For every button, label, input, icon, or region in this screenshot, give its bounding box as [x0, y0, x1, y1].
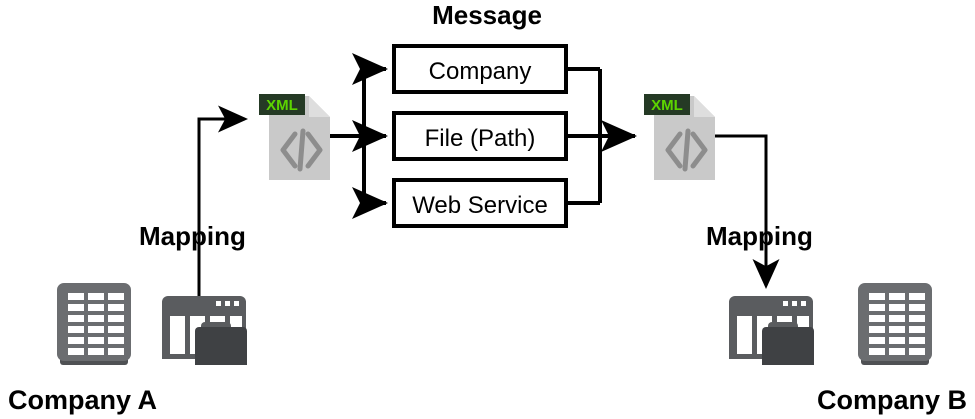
- flow-box-file-path-label: File (Path): [425, 125, 536, 152]
- right-xml-code-glyph: [665, 128, 708, 172]
- left-xml-badge: [259, 94, 305, 115]
- connector-right-mapping: [715, 134, 780, 289]
- flow-box-file-path[interactable]: [392, 111, 568, 161]
- left-building-windows: [68, 293, 124, 355]
- left-company-label: Company A: [8, 385, 157, 415]
- diagram-title: Message: [432, 0, 542, 30]
- flow-box-web-service[interactable]: [392, 178, 568, 228]
- left-xml-code-glyph: [280, 128, 323, 172]
- left-building-icon: [57, 283, 131, 365]
- left-mapping-label: Mapping: [139, 221, 246, 251]
- flow-box-web-service-label: Web Service: [412, 192, 548, 219]
- left-xml-badge-label: XML: [266, 97, 298, 114]
- flow-box-company-label: Company: [429, 58, 532, 85]
- right-building-windows: [869, 293, 925, 355]
- right-xml-document-icon: XML: [644, 94, 715, 180]
- right-company-label: Company B: [817, 385, 967, 415]
- right-mapping-label: Mapping: [706, 221, 813, 251]
- right-building-icon: [858, 283, 932, 365]
- connector-left-mapping: [197, 105, 248, 296]
- right-xml-badge-label: XML: [651, 97, 683, 114]
- right-xml-badge: [644, 94, 690, 115]
- left-xml-document-icon: XML: [259, 94, 330, 180]
- left-system-folder-icon: [162, 296, 247, 365]
- flow-box-company[interactable]: [392, 44, 568, 94]
- right-system-folder-icon: [729, 296, 814, 365]
